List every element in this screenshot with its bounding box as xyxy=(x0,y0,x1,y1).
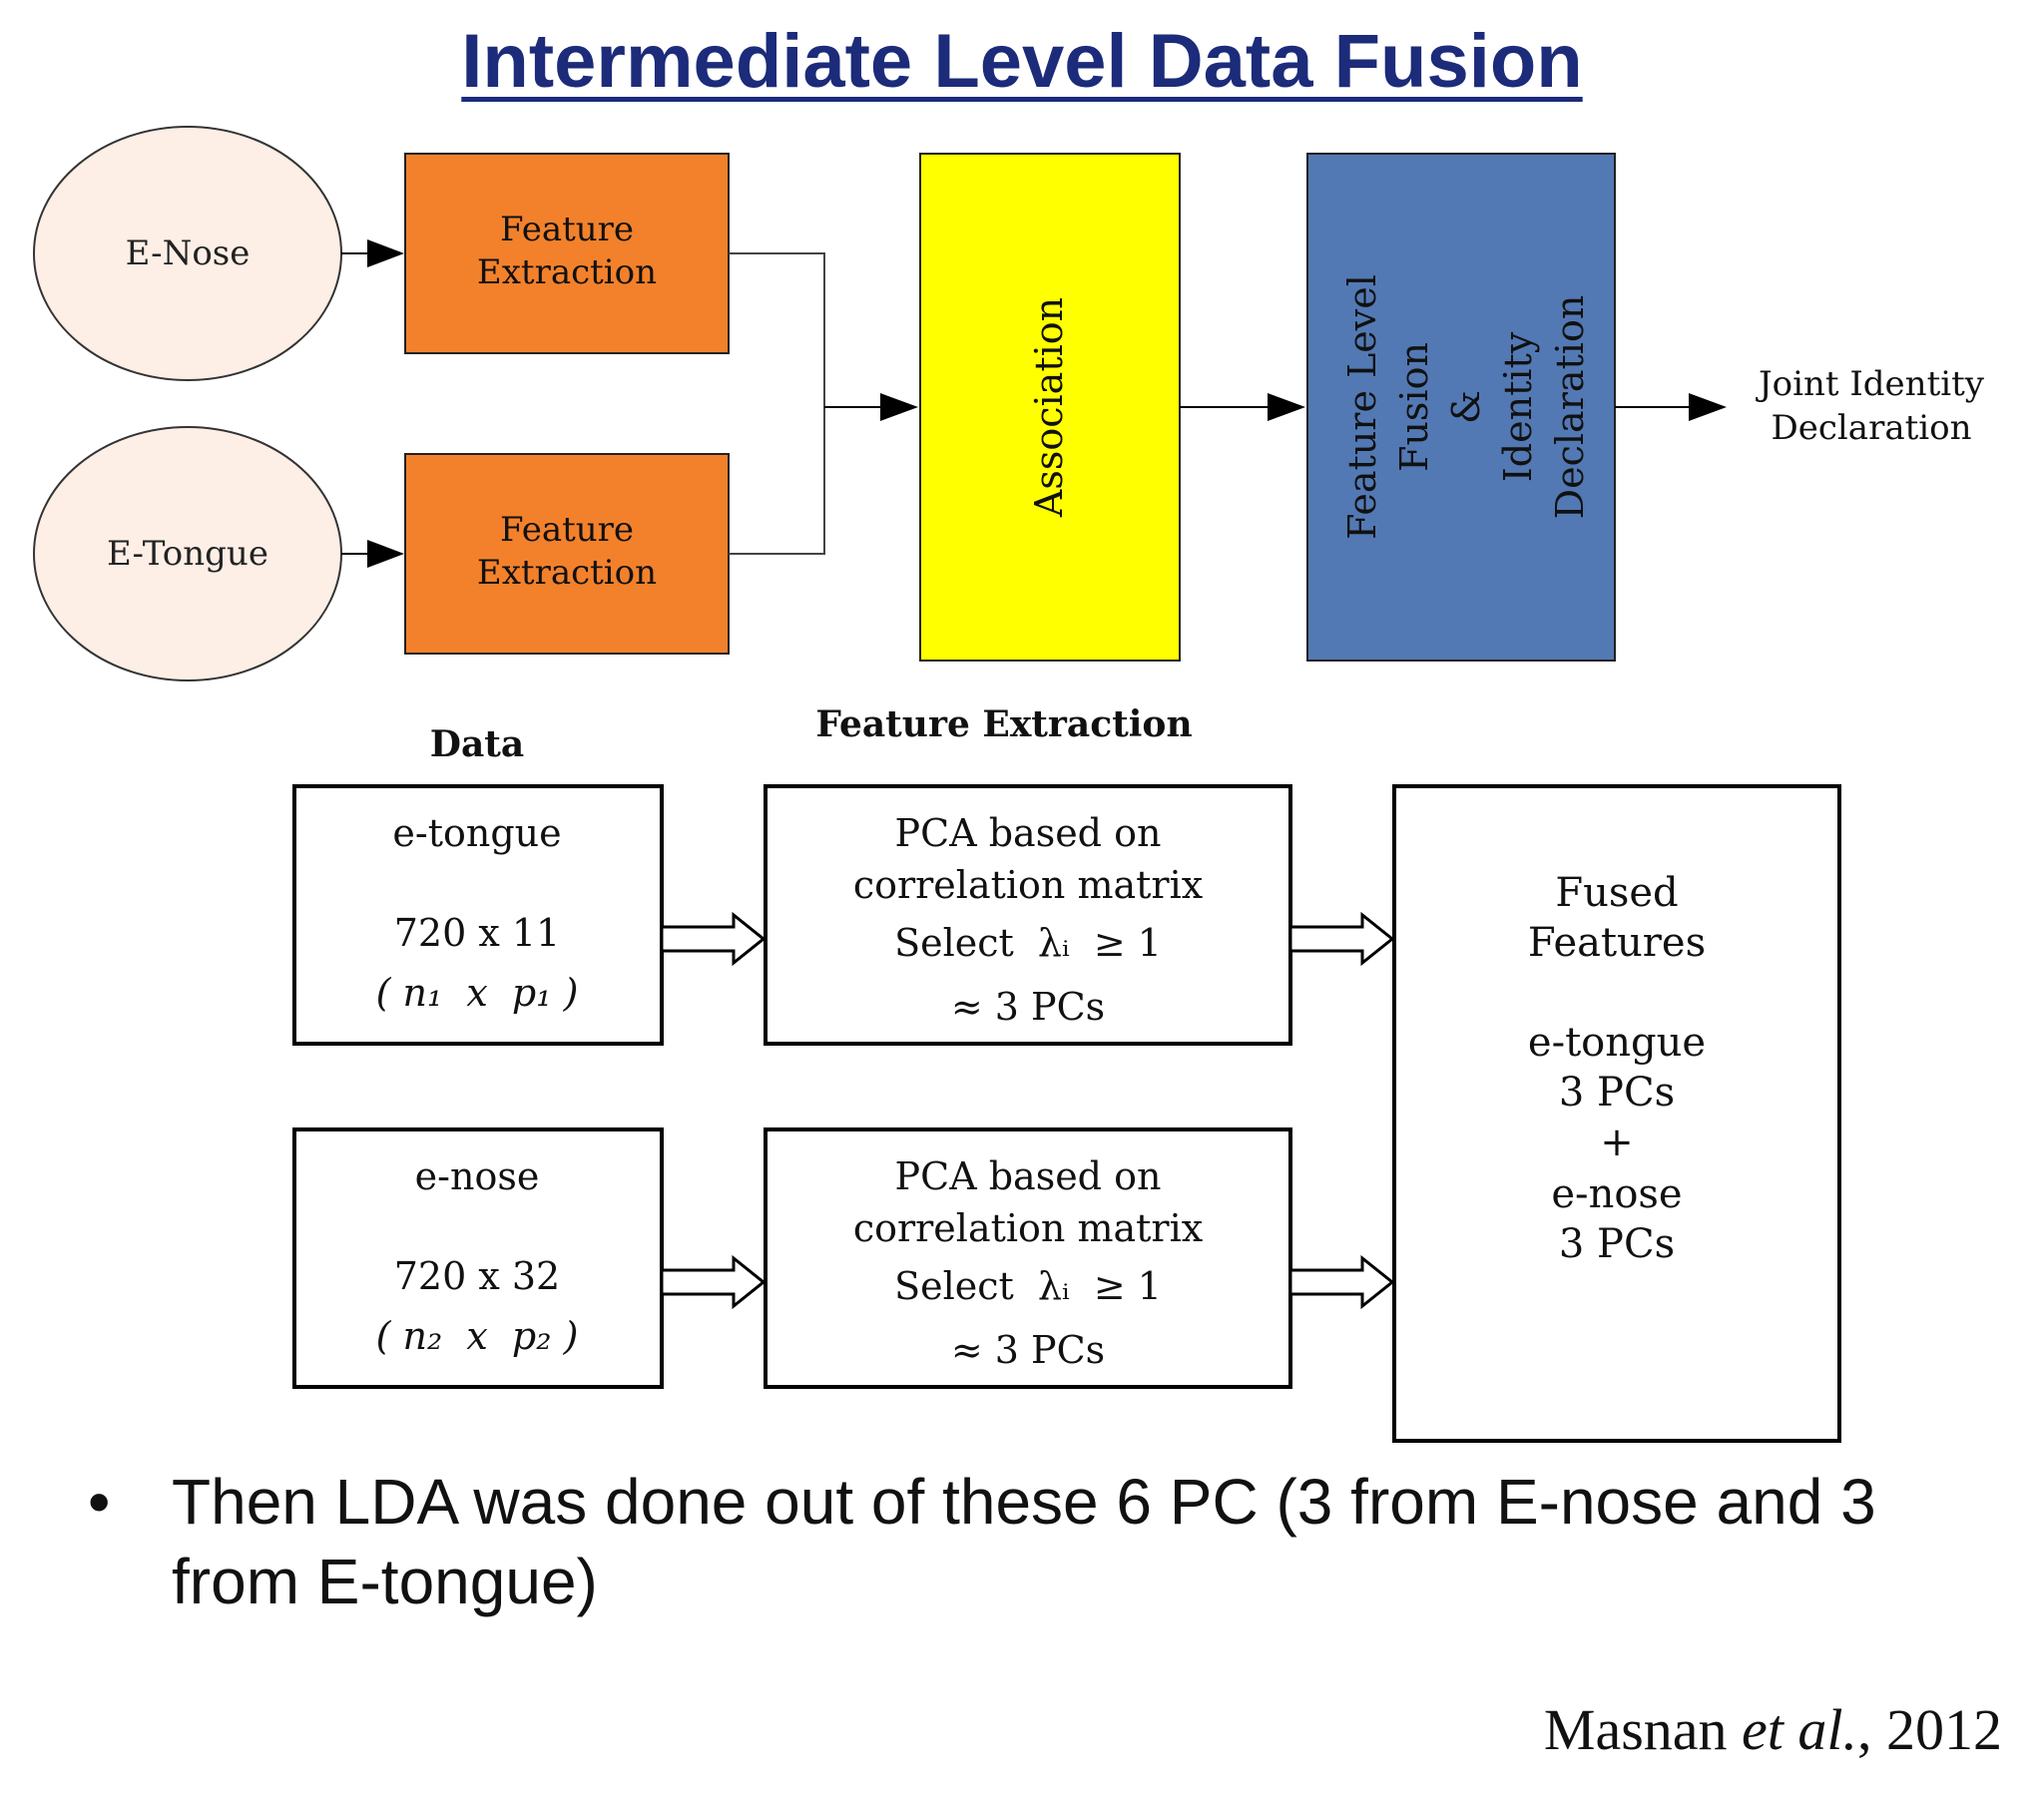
citation-author: Masnan xyxy=(1543,1697,1743,1762)
pca-box-top xyxy=(764,784,1292,1046)
fused-line3: e-tongue xyxy=(1528,1020,1706,1066)
etongue-data-symbol: ( n₁ x p₁ ) xyxy=(376,971,579,1015)
fused-line5: + xyxy=(1600,1120,1634,1165)
etongue-data-name: e-tongue xyxy=(392,811,561,855)
feature-extraction-bottom-line1: Feature xyxy=(500,510,634,550)
feature-extraction-bottom-line2: Extraction xyxy=(477,553,657,593)
merge-connector xyxy=(729,252,918,555)
output-arrow xyxy=(1615,393,1727,421)
fused-line4: 3 PCs xyxy=(1559,1070,1675,1116)
association-label: Association xyxy=(1027,297,1071,518)
pca-top-line2: correlation matrix xyxy=(853,863,1203,907)
enose-sensor-label: E-Nose xyxy=(126,233,251,273)
association-box xyxy=(919,153,1181,662)
bullet-text: Then LDA was done out of these 6 PC (3 f… xyxy=(172,1466,1876,1617)
slide-title: Intermediate Level Data Fusion xyxy=(461,19,1583,104)
association-to-fusion-arrow xyxy=(1180,393,1305,421)
etongue-sensor-label: E-Tongue xyxy=(107,534,268,574)
hollow-arrow-etongue-to-pca xyxy=(660,911,766,967)
feature-extraction-top-line2: Extraction xyxy=(477,252,657,292)
pca-bottom-line1: PCA based on xyxy=(895,1154,1162,1198)
hollow-arrow-enose-to-pca xyxy=(660,1254,766,1310)
citation-year: , 2012 xyxy=(1857,1697,2002,1762)
output-label-line1: Joint Identity xyxy=(1756,364,1985,404)
feature-extraction-box-top xyxy=(404,153,730,354)
fused-line6: e-nose xyxy=(1551,1171,1682,1217)
enose-data-name: e-nose xyxy=(415,1154,540,1198)
pca-bottom-line2: correlation matrix xyxy=(853,1206,1203,1250)
sensor-arrow-top xyxy=(341,239,404,267)
etongue-data-box xyxy=(292,784,664,1046)
header-feature-extraction: Feature Extraction xyxy=(815,703,1192,745)
fusion-label-line1: Feature Level xyxy=(1340,274,1384,540)
etongue-data-dims: 720 x 11 xyxy=(394,911,560,955)
fusion-label-line2: Fusion xyxy=(1392,342,1436,472)
feature-extraction-top-line1: Feature xyxy=(500,210,634,249)
fused-line7: 3 PCs xyxy=(1559,1221,1675,1267)
hollow-arrow-pca-top-to-fused xyxy=(1288,911,1395,967)
fused-features-box xyxy=(1392,784,1841,1443)
pca-top-line4: ≈ 3 PCs xyxy=(951,985,1105,1029)
output-label-line2: Declaration xyxy=(1772,408,1972,448)
fusion-label-line4: Identity xyxy=(1496,331,1540,482)
fusion-label-line5: Declaration xyxy=(1548,295,1592,520)
fusion-box xyxy=(1306,153,1616,662)
header-data: Data xyxy=(430,723,525,765)
feature-extraction-box-bottom xyxy=(404,453,730,655)
fused-line1: Fused xyxy=(1555,870,1678,916)
bullet-symbol: • xyxy=(88,1466,111,1538)
pca-top-line1: PCA based on xyxy=(895,811,1162,855)
enose-data-box xyxy=(292,1127,664,1389)
enose-data-symbol: ( n₂ x p₂ ) xyxy=(376,1314,579,1358)
hollow-arrow-pca-bottom-to-fused xyxy=(1288,1254,1395,1310)
citation: Masnan et al., 2012 xyxy=(1544,1696,2002,1763)
enose-data-dims: 720 x 32 xyxy=(394,1254,560,1298)
pca-bottom-line3: Select λᵢ ≥ 1 xyxy=(894,1264,1162,1308)
fusion-label-group: Feature Level Fusion & Identity Declarat… xyxy=(1340,274,1592,540)
fusion-label-line3: & xyxy=(1444,390,1488,424)
citation-etal: et al. xyxy=(1742,1697,1857,1762)
pca-box-bottom xyxy=(764,1127,1292,1389)
fused-line2: Features xyxy=(1528,920,1706,966)
pca-top-line3: Select λᵢ ≥ 1 xyxy=(894,921,1162,965)
pca-bottom-line4: ≈ 3 PCs xyxy=(951,1328,1105,1372)
sensor-arrow-bottom xyxy=(341,540,404,568)
